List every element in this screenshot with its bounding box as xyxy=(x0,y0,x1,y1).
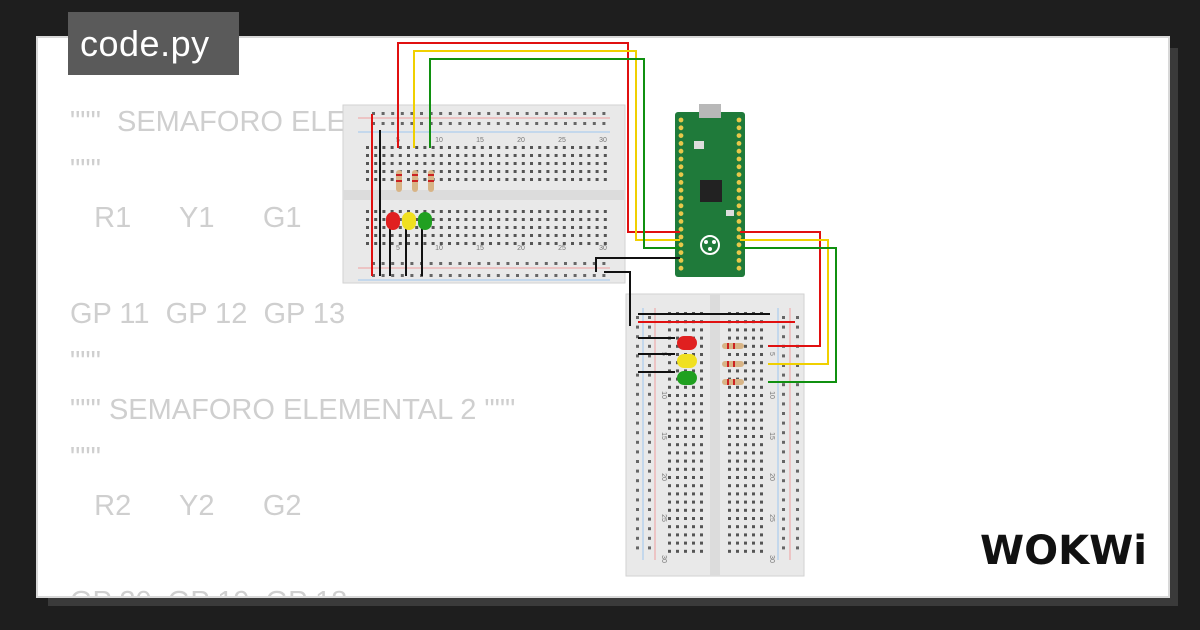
row-number: 20 xyxy=(768,473,775,481)
raspberry-icon xyxy=(700,235,720,255)
column-number: 15 xyxy=(476,137,484,144)
row-number: 5 xyxy=(768,352,775,356)
row-number: 25 xyxy=(768,514,775,522)
column-number: 20 xyxy=(517,137,525,144)
row-number: 15 xyxy=(768,432,775,440)
row-number: 25 xyxy=(660,514,667,522)
logo-text: WOKWi xyxy=(980,528,1147,572)
column-number: 25 xyxy=(558,245,566,252)
code-line-3: R1 Y1 G1 xyxy=(70,202,302,234)
column-number: 30 xyxy=(599,137,607,144)
board-label: Raspberry Pi Pico xyxy=(798,157,804,206)
row-number: 30 xyxy=(660,555,667,563)
resistors-top xyxy=(396,170,434,192)
leds-top xyxy=(386,212,432,230)
raspberry-pi-pico[interactable]: Raspberry Pi Pico xyxy=(675,104,804,277)
row-number: 10 xyxy=(768,391,775,399)
column-number: 25 xyxy=(558,137,566,144)
column-number: 10 xyxy=(435,137,443,144)
row-number: 20 xyxy=(660,473,667,481)
code-line-7: """ SEMAFORO ELEMENTAL 2 """ xyxy=(70,394,516,426)
wokwi-logo[interactable]: WOKWi xyxy=(978,524,1150,572)
column-number: 10 xyxy=(435,245,443,252)
row-number: 10 xyxy=(660,391,667,399)
code-line-5: GP 11 GP 12 GP 13 xyxy=(70,298,346,330)
code-line-11: GP 20 GP 19 GP 18 xyxy=(70,586,347,596)
column-number: 30 xyxy=(599,245,607,252)
row-number: 15 xyxy=(660,432,667,440)
leds-bottom xyxy=(677,336,697,385)
column-number: 20 xyxy=(517,245,525,252)
column-number: 15 xyxy=(476,245,484,252)
code-line-2: """ xyxy=(70,154,101,186)
pico-pins xyxy=(678,117,742,271)
code-line-6: """ xyxy=(70,346,101,378)
row-number: 30 xyxy=(768,555,775,563)
holes-top xyxy=(366,112,607,277)
wires xyxy=(371,42,837,383)
code-line-9: R2 Y2 G2 xyxy=(70,490,302,522)
column-number: 5 xyxy=(396,245,400,252)
resistors-bottom xyxy=(722,343,744,385)
file-tab[interactable]: code.py xyxy=(68,12,239,75)
code-line-8: """ xyxy=(70,442,101,474)
